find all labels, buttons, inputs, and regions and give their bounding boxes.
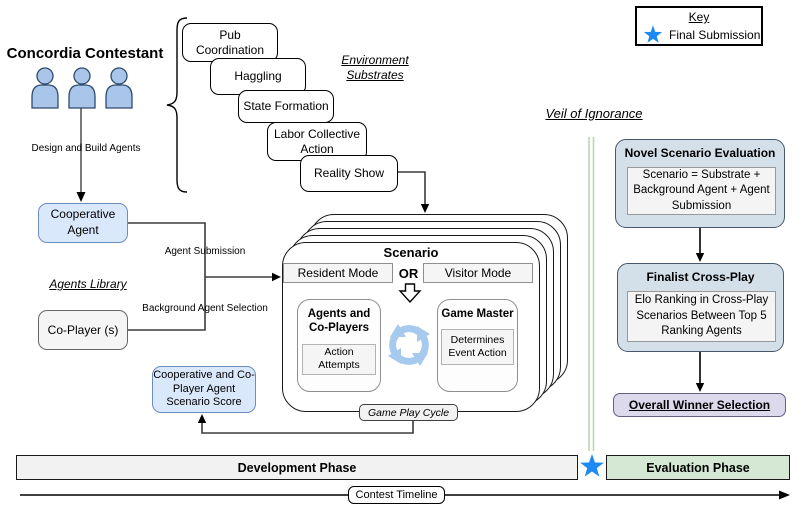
game-play-cycle-label-box: Game Play Cycle: [359, 404, 458, 421]
cooperative-agent-box: Cooperative Agent: [38, 203, 128, 243]
page-title: Concordia Contestant: [6, 44, 164, 62]
game-play-cycle-icon: [388, 324, 430, 366]
game-master-title: Game Master: [441, 308, 514, 320]
substrate-pub-coordination: Pub Coordination: [182, 23, 278, 62]
overall-winner-selection-box: Overall Winner Selection: [613, 393, 786, 417]
finalist-cross-play-box: Finalist Cross-Play Elo Ranking in Cross…: [617, 263, 784, 352]
final-submission-star-icon: [643, 25, 663, 43]
group-brace: [166, 17, 188, 193]
key-star-label: Final Submission: [669, 28, 761, 42]
scenario-title: Scenario: [383, 244, 439, 260]
environment-substrates-label: Environment Substrates: [341, 53, 409, 82]
visitor-mode-box: Visitor Mode: [423, 263, 533, 283]
novel-scenario-detail: Scenario = Substrate + Background Agent …: [627, 167, 776, 215]
or-down-arrow-icon: [398, 283, 422, 304]
phase-divider-star-icon: [580, 454, 604, 477]
substrate-reality-show: Reality Show: [300, 155, 398, 192]
resident-mode-box: Resident Mode: [283, 263, 393, 283]
agent-submission-label: Agent Submission: [164, 246, 246, 257]
veil-of-ignorance-label: Veil of Ignorance: [545, 106, 643, 121]
scenario-score-box: Cooperative and Co-Player Agent Scenario…: [152, 366, 256, 413]
or-label: OR: [398, 265, 419, 281]
co-player-box: Co-Player (s): [38, 310, 128, 350]
background-agent-selection-label: Background Agent Selection: [142, 303, 268, 314]
novel-scenario-evaluation-title: Novel Scenario Evaluation: [624, 146, 776, 160]
design-build-label: Design and Build Agents: [31, 143, 141, 154]
development-phase-bar: Development Phase: [16, 455, 578, 480]
agents-co-players-title: Agents and Co-Players: [307, 308, 371, 335]
action-attempts-box: Action Attempts: [302, 343, 376, 375]
finalist-cross-play-title: Finalist Cross-Play: [646, 270, 755, 284]
substrate-state-formation: State Formation: [238, 90, 334, 123]
key-title: Key: [688, 10, 710, 24]
substrate-labor-collective-action: Labor Collective Action: [267, 122, 367, 161]
contestant-persons-icon: [31, 67, 133, 109]
determines-event-action-box: Determines Event Action: [441, 329, 514, 366]
contest-timeline-label-box: Contest Timeline: [348, 486, 445, 504]
finalist-cross-play-detail: Elo Ranking in Cross-Play Scenarios Betw…: [627, 291, 776, 342]
game-master-box: Game Master Determines Event Action: [437, 299, 518, 392]
agents-co-players-box: Agents and Co-Players Action Attempts: [297, 299, 381, 392]
evaluation-phase-bar: Evaluation Phase: [606, 455, 790, 480]
novel-scenario-evaluation-box: Novel Scenario Evaluation Scenario = Sub…: [615, 139, 785, 228]
legend-key-box: Key Final Submission: [635, 6, 763, 46]
agents-library-label: Agents Library: [49, 277, 127, 291]
veil-divider: [588, 137, 595, 451]
